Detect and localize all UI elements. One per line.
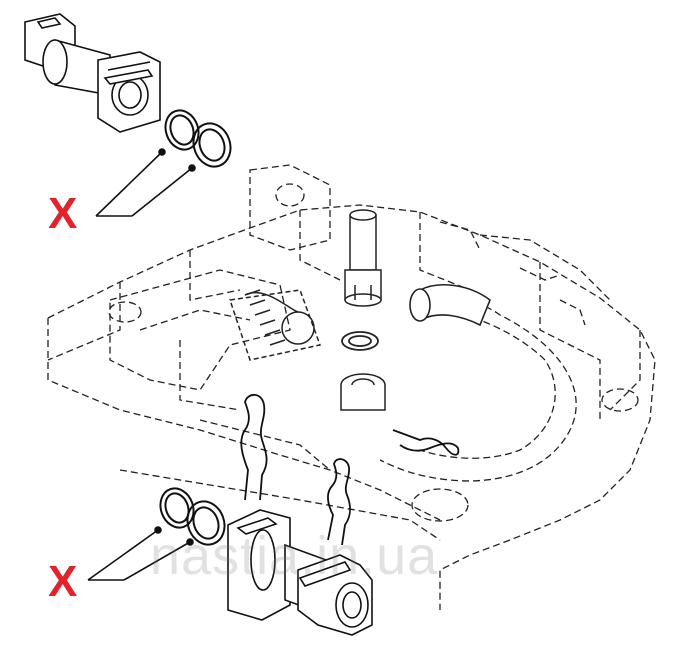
clip-right [392, 429, 460, 456]
o-ring-pair-top [164, 109, 232, 168]
marker-x-top: X [48, 189, 78, 238]
hose-curve [409, 284, 491, 327]
coupling-bottom [227, 509, 373, 636]
marker-x-bottom: X [48, 557, 78, 606]
watermark: nastia.in.ua [150, 526, 439, 586]
fitting-center [340, 373, 386, 411]
leader-lines-top [95, 148, 196, 217]
o-ring-small [341, 331, 379, 351]
spring-assembly [229, 289, 321, 361]
clip-left [240, 393, 268, 501]
clip-middle [327, 458, 352, 546]
valve-pin [344, 209, 382, 307]
o-ring-pair-bottom [159, 487, 226, 546]
housing-outline [47, 164, 656, 610]
coupling-top [24, 13, 161, 133]
leader-lines-bottom [87, 526, 194, 581]
